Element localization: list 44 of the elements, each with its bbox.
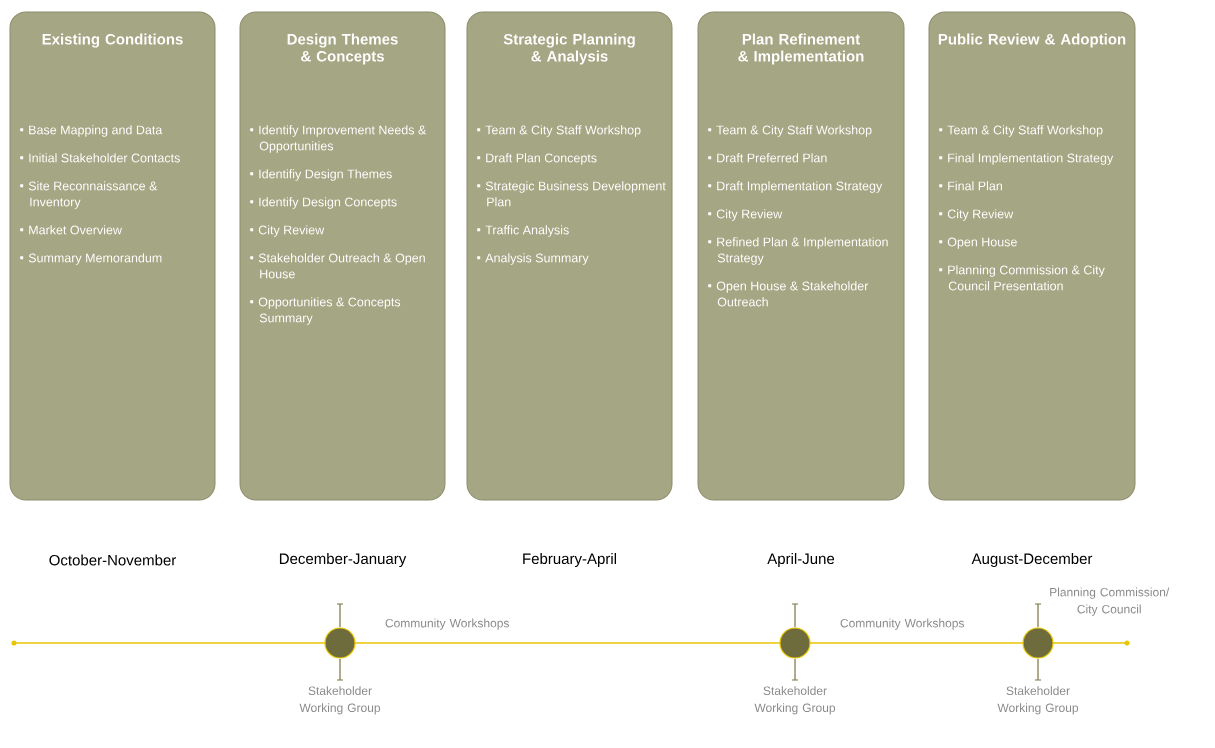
card-heading: Existing Conditions	[42, 33, 183, 48]
milestone-label: Stakeholder Working Group	[299, 686, 381, 715]
bullet-item: Market Overview	[20, 225, 122, 235]
bullet-item: Opportunities & Concepts Summary	[250, 297, 401, 325]
milestone-label: Stakeholder Working Group	[754, 686, 836, 715]
bullet-item: Initial Stakeholder Contacts	[20, 153, 180, 163]
date-label: August-December	[971, 553, 1093, 567]
bullet-item: Team & City Staff Workshop	[939, 125, 1103, 137]
milestone-label: Community Workshops	[385, 618, 509, 630]
bullet-item: City Review	[708, 209, 783, 221]
milestone-label: Stakeholder Working Group	[997, 686, 1079, 715]
bullet-item: Planning Commission & City Council Presentation	[939, 265, 1105, 291]
card-heading: Plan Refinement & Implementation	[738, 33, 864, 65]
bullet-item: Identify Improvement Needs & Opportunities	[250, 125, 427, 153]
milestone-label: Planning Commission/ City Council	[1050, 587, 1170, 616]
bullet-item: Open House	[939, 237, 1017, 249]
bullet-item: Stakeholder Outreach & Open House	[250, 253, 425, 279]
bullet-item: Open House & Stakeholder Outreach	[708, 281, 869, 307]
bullet-item: Draft Plan Concepts	[477, 153, 597, 165]
bullet-item: Refined Plan & Implementation Strategy	[708, 237, 888, 265]
bullet-item: Site Reconnaissance & Inventory	[20, 181, 158, 209]
bullet-item: Base Mapping and Data	[20, 125, 163, 137]
bullet-item: Strategic Business Development Plan	[477, 181, 666, 207]
card-heading: Public Review & Adoption	[938, 33, 1126, 48]
card-heading: Strategic Planning & Analysis	[503, 33, 635, 65]
bullet-item: Final Implementation Strategy	[939, 153, 1114, 165]
bullet-item: Draft Preferred Plan	[708, 153, 827, 163]
date-label: December-January	[279, 553, 407, 567]
bullet-item: City Review	[250, 225, 325, 237]
milestone-label: Community Workshops	[840, 618, 964, 630]
date-label: February-April	[523, 553, 616, 567]
bullet-item: Team & City Staff Workshop	[477, 125, 641, 137]
bullet-item: Identifiy Design Themes	[250, 169, 392, 181]
card-heading: Design Themes & Concepts	[287, 33, 398, 65]
bullet-item: Traffic Analysis	[477, 225, 569, 237]
bullet-item: City Review	[939, 209, 1014, 221]
bullet-item: Team & City Staff Workshop	[708, 125, 872, 137]
bullet-item: Analysis Summary	[477, 253, 589, 265]
date-label: April-June	[767, 553, 835, 567]
bullet-item: Summary Memorandum	[20, 253, 162, 265]
bullet-item: Draft Implementation Strategy	[708, 181, 883, 193]
bullet-item: Identify Design Concepts	[250, 197, 397, 209]
date-label: October-November	[49, 554, 176, 566]
bullet-item: Final Plan	[939, 181, 1002, 191]
